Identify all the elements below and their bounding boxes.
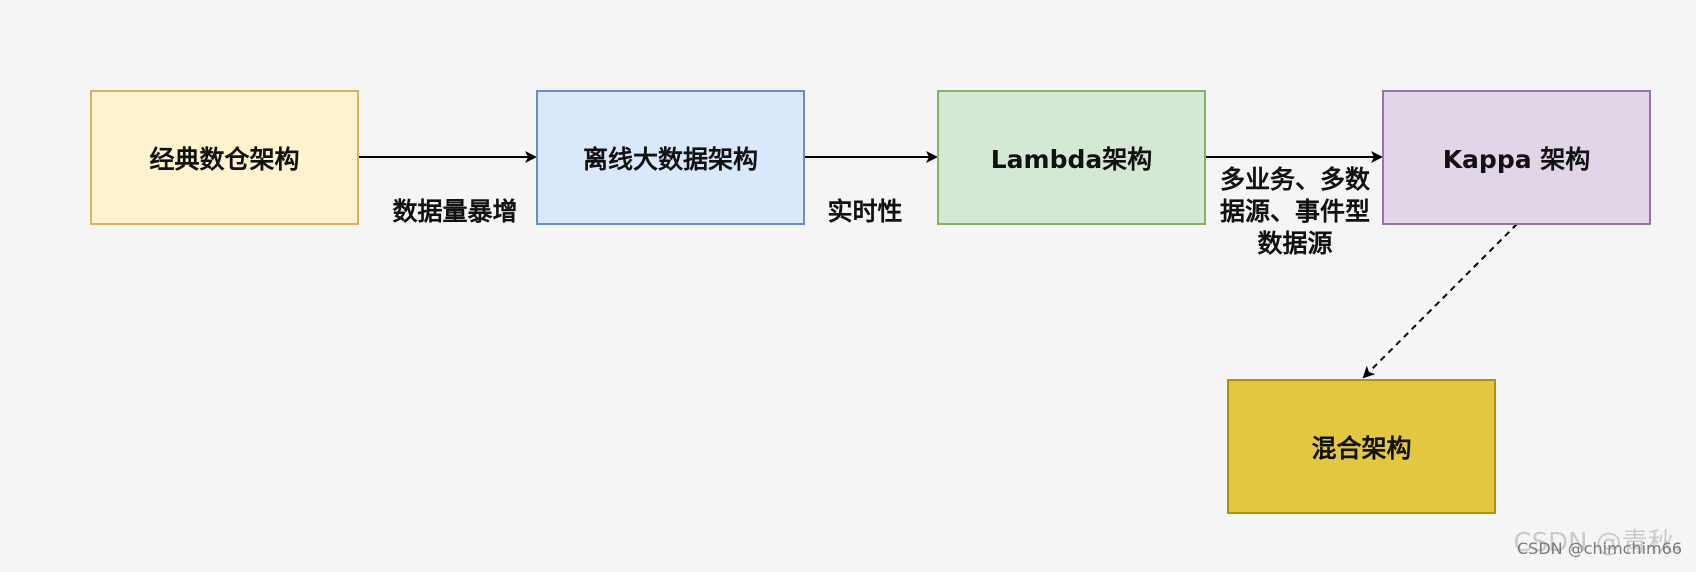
node-kappa-label: Kappa 架构 bbox=[1442, 144, 1591, 174]
edge-label-multi-source: 多业务、多数 据源、事件型 数据源 bbox=[1207, 164, 1383, 260]
edge-label-multi-source-line-1: 多业务、多数 bbox=[1219, 165, 1370, 194]
node-hybrid-label: 混合架构 bbox=[1311, 433, 1412, 463]
node-offline-bigdata-label: 离线大数据架构 bbox=[582, 144, 758, 174]
node-classic-data-warehouse-label: 经典数仓架构 bbox=[149, 144, 300, 174]
watermark-primary: CSDN @青秋. bbox=[1513, 528, 1682, 558]
edge-label-multi-source-line-2: 据源、事件型 bbox=[1219, 197, 1370, 226]
csdn-watermark: CSDN @青秋. CSDN @chimchim66 bbox=[1482, 522, 1682, 558]
node-hybrid: 混合架构 bbox=[1227, 379, 1496, 514]
edge-label-multi-source-line-3: 数据源 bbox=[1257, 229, 1333, 258]
node-lambda-label: Lambda架构 bbox=[990, 144, 1153, 174]
edge-label-real-time: 实时性 bbox=[827, 197, 903, 226]
node-lambda: Lambda架构 bbox=[937, 90, 1206, 225]
node-kappa: Kappa 架构 bbox=[1382, 90, 1651, 225]
edge-label-data-volume-surge: 数据量暴增 bbox=[392, 197, 518, 226]
node-classic-data-warehouse: 经典数仓架构 bbox=[90, 90, 359, 225]
arrow-kappa-to-hybrid bbox=[1362, 223, 1518, 379]
node-offline-bigdata: 离线大数据架构 bbox=[536, 90, 805, 225]
watermark-secondary: CSDN @chimchim66 bbox=[1517, 539, 1682, 558]
